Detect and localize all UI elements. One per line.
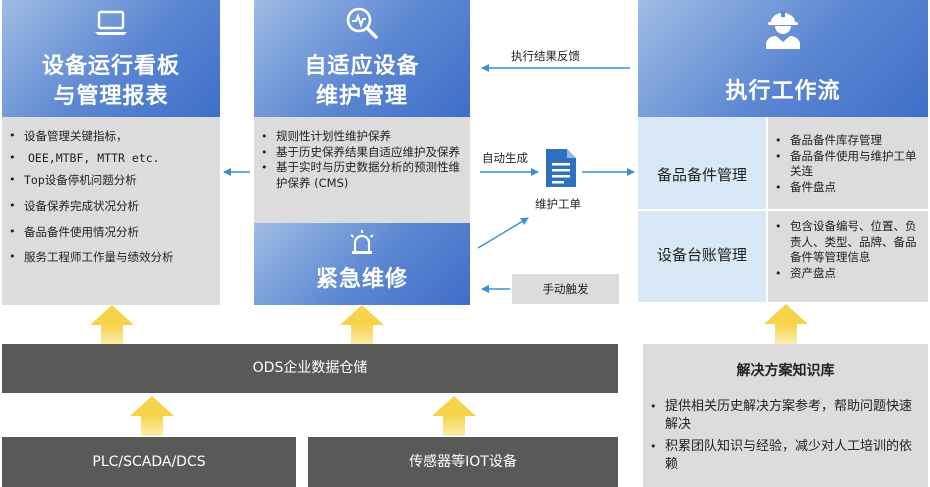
up-arrow xyxy=(130,396,174,436)
feedback-label: 执行结果反馈 xyxy=(511,49,580,63)
worker-icon xyxy=(762,8,804,54)
list-item: 包含设备编号、位置、负责人、类型、品牌、备品备件等管理信息 xyxy=(768,219,922,266)
up-arrow xyxy=(340,305,384,345)
list-item: 服务工程师工作量与绩效分析 xyxy=(2,245,220,269)
asset-ledger-label-box: 设备台账管理 xyxy=(638,211,766,302)
document-icon xyxy=(543,147,579,193)
list-item: 备品备件使用情况分析 xyxy=(2,219,220,245)
workflow-header: 执行工作流 xyxy=(638,0,928,117)
ods-label: ODS企业数据仓储 xyxy=(252,360,368,376)
auto-generate-label: 自动生成 xyxy=(482,151,528,165)
list-item: 基于历史保养结果自适应维护及保养 xyxy=(254,145,470,161)
knowledge-base-panel: 解决方案知识库 提供相关历史解决方案参考，帮助问题快速解决 积累团队知识与经验，… xyxy=(643,344,928,487)
spare-parts-label: 备品备件管理 xyxy=(656,166,747,184)
up-arrow xyxy=(90,305,134,345)
iot-label: 传感器等IOT设备 xyxy=(409,454,517,470)
dashboard-title-line2: 与管理报表 xyxy=(53,84,169,109)
list-item: 提供相关历史解决方案参考，帮助问题快速解决 xyxy=(643,398,918,434)
up-arrow xyxy=(764,304,808,344)
dashboard-title-line1: 设备运行看板 xyxy=(41,54,180,79)
list-item: 资产盘点 xyxy=(768,266,922,282)
list-item: 设备管理关键指标， xyxy=(2,123,220,149)
ods-data-warehouse-bar: ODS企业数据仓储 xyxy=(2,344,618,393)
laptop-icon xyxy=(93,8,129,42)
spare-parts-panel: 备品备件库存管理 备品备件使用与维护工单关连 备件盘点 xyxy=(768,117,928,209)
list-item: OEE,MTBF, MTTR etc. xyxy=(2,149,220,167)
plc-scada-dcs-bar: PLC/SCADA/DCS xyxy=(2,437,296,487)
emergency-title: 紧急维修 xyxy=(315,267,408,292)
list-item: 备品备件库存管理 xyxy=(768,133,922,149)
dashboard-panel: 设备管理关键指标， OEE,MTBF, MTTR etc. Top设备停机问题分… xyxy=(2,117,220,305)
plc-label: PLC/SCADA/DCS xyxy=(92,454,206,470)
list-item: 基于实时与历史数据分析的预测性维护保养 (CMS) xyxy=(254,160,470,191)
up-arrow xyxy=(432,396,476,436)
workorder-label: 维护工单 xyxy=(535,197,581,211)
knowledge-base-title: 解决方案知识库 xyxy=(736,363,835,379)
adaptive-panel: 规则性计划性维护保养 基于历史保养结果自适应维护及保养 基于实时与历史数据分析的… xyxy=(254,117,470,223)
asset-ledger-panel: 包含设备编号、位置、负责人、类型、品牌、备品备件等管理信息 资产盘点 xyxy=(768,211,928,302)
list-item: 规则性计划性维护保养 xyxy=(254,129,470,145)
workflow-title: 执行工作流 xyxy=(725,79,841,104)
emergency-repair-block: 紧急维修 xyxy=(254,223,470,305)
list-item: Top设备停机问题分析 xyxy=(2,167,220,193)
adaptive-maintenance-header: 自适应设备 维护管理 xyxy=(254,0,470,117)
magnifier-chart-icon xyxy=(344,6,380,44)
dashboard-header: 设备运行看板 与管理报表 xyxy=(2,0,220,117)
list-item: 备品备件使用与维护工单关连 xyxy=(768,149,922,180)
spare-parts-label-box: 备品备件管理 xyxy=(638,117,766,209)
manual-trigger-label: 手动触发 xyxy=(542,282,589,296)
list-item: 设备保养完成状况分析 xyxy=(2,193,220,219)
asset-ledger-label: 设备台账管理 xyxy=(656,246,747,264)
siren-icon xyxy=(347,229,377,259)
iot-sensors-bar: 传感器等IOT设备 xyxy=(308,437,618,487)
list-item: 备件盘点 xyxy=(768,180,922,196)
arrow-emergency-to-workorder xyxy=(477,217,529,249)
adaptive-title-line2: 维护管理 xyxy=(315,84,408,109)
adaptive-title-line1: 自适应设备 xyxy=(304,54,420,79)
list-item: 积累团队知识与经验，减少对人工培训的依赖 xyxy=(643,438,918,474)
manual-trigger-box: 手动触发 xyxy=(512,274,619,304)
